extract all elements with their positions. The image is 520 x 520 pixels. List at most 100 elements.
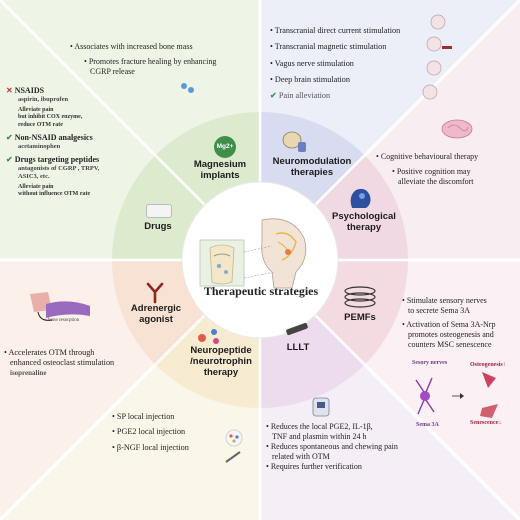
neuropeptide-label-line2: /neurotrophin (190, 355, 252, 367)
peptides-note-line2: without influence OTM rate (18, 191, 91, 198)
brain-icon (441, 119, 473, 139)
neuromodulation-wedge-label: Neuromodulation therapies (268, 156, 356, 179)
psychological-bullet-2-line2: alleviate the discomfort (398, 177, 474, 186)
pemfs-fig-sensory: Sesory nerves (412, 360, 448, 366)
neuromodulation-bullet-1-text: Transcranial direct current stimulation (274, 26, 401, 35)
neuropeptide-bullet-1-text: SP local injection (116, 412, 175, 421)
magnesium-panel: • Associates with increased bone mass • … (70, 42, 260, 77)
pemfs-bullet-1-line1: Stimulate sensory nerves (406, 296, 487, 305)
magnesium-particles-icon (181, 83, 194, 93)
neuromodulation-bullet-3: • Vagus nerve stimulation (270, 58, 354, 68)
nsaids-note-line3: reduce OTM rate (18, 121, 63, 128)
drugs-wedge-label: Drugs (144, 221, 172, 232)
pemfs-bullet-2-line1: Activation of Sema 3A-Nrp (406, 320, 496, 329)
lllt-bullet-1-line2: TNF and plasmin within 24 h (272, 432, 367, 441)
adrenergic-drug: isoprenaline (10, 368, 47, 377)
syringe-icon (225, 429, 243, 463)
cross-icon: ✕ (6, 86, 13, 95)
lllt-wedge-label: LLLT (286, 342, 310, 353)
center-title: Therapeutic strategies (203, 284, 319, 298)
lllt-bullet-3: • Requires further verification (266, 462, 362, 471)
adrenergic-wedge-label: Adrenergic agonist (120, 303, 192, 326)
dental-anatomy-illustration (199, 218, 307, 289)
lllt-bullet-3-text: Requires further verification (270, 462, 362, 471)
nsaids-note-line2: but inhibit COX enzyme, (18, 114, 83, 121)
magnesium-label-line2: implants (200, 169, 240, 181)
psychological-label-line1: Psychological (332, 211, 396, 222)
peptides-examples-line1: antagonists of CGRP , TRPV, (18, 164, 100, 172)
neuropeptide-bullet-3-text: β-NGF local injection (116, 442, 189, 452)
psychological-label-line2: therapy (346, 221, 382, 233)
neuropeptide-label-line3: therapy (203, 366, 239, 378)
neuropeptide-bullet-2-text: PGE2 local injection (116, 427, 186, 437)
neuromodulation-outcome-text: Pain alleviation (278, 91, 331, 100)
lllt-bullet-2-line2: related with OTM (272, 452, 330, 461)
pemfs-fig-senescence: Senescence↓ (470, 420, 502, 426)
adrenergic-bullet-1-line2: enhanced osteoclast stimulation (10, 358, 115, 368)
lllt-bullet-1: • Reduces the local PGE2, IL-1β,TNF and … (266, 422, 373, 441)
neuropeptide-bullet-1: • SP local injection (112, 412, 175, 421)
peptides-examples: antagonists of CGRP , TRPV, ASIC3, etc. (6, 165, 136, 181)
psychological-bullet-2-line1: Positive cognition may (396, 167, 471, 176)
pemfs-bullet-2-line2: promotes osteogenesis and (408, 330, 494, 339)
check-icon: ✔ (270, 91, 277, 100)
neuropeptide-bullet-3: • β-NGF local injection (112, 442, 189, 452)
psychological-bullet-1-text: Cognitive behavioural therapy (380, 152, 479, 161)
drugs-panel: ✕ NSAIDS aspirin, ibuprofen Alleviate pa… (6, 86, 136, 198)
nonnsaid-title: Non-NSAID analgesics (14, 132, 93, 142)
nsaids-note: Alleviate pain but inhibit COX enzyme, r… (6, 107, 136, 129)
receptor-y-icon (146, 282, 164, 304)
neuromodulation-device-icon (282, 131, 306, 152)
neuromodulation-bullet-3-text: Vagus nerve stimulation (274, 58, 354, 68)
bone-resorption-figure (30, 292, 90, 321)
psychological-panel: • Cognitive behavioural therapy • Positi… (376, 152, 512, 187)
peptides-note: Alleviate pain without influence OTM rat… (6, 184, 136, 198)
nsaids-note-line1: Alleviate pain (18, 107, 54, 114)
magnesium-bullet-2-line2: CGRP release (90, 67, 135, 76)
nsaids-examples: aspirin, ibuprofen (18, 96, 69, 103)
nonnsaid-title-row: ✔ Non-NSAID analgesics (6, 133, 136, 143)
nsaids-title: NSAIDS (14, 86, 45, 95)
pemfs-bullet-1-line2: to secrete Sema 3A (408, 306, 470, 315)
psychological-bullet-1: • Cognitive behavioural therapy (376, 152, 479, 161)
neuromodulation-outcome: ✔ Pain alleviation (270, 91, 450, 101)
adrenergic-bullet-1-line1: Accelerates OTM through (8, 348, 95, 357)
peptides-note-line1: Alleviate pain (18, 184, 54, 191)
lllt-bullet-2-line1: Reduces spontaneous and chewing pain (270, 442, 398, 451)
neuromodulation-bullet-1: • Transcranial direct current stimulatio… (270, 26, 401, 35)
neuromodulation-bullet-2-text: Transcranial magnetic stimulation (274, 42, 387, 52)
peptides-examples-line2: ASIC3, etc. (18, 172, 50, 180)
pemfs-fig-sema: Sema 3A (416, 422, 439, 428)
magnesium-bullet-2: • Promotes fracture healing by enhancing… (84, 57, 217, 76)
magnesium-bullet-2-line1: Promotes fracture healing by enhancing (88, 57, 217, 66)
check-icon: ✔ (6, 154, 13, 164)
pemfs-fig-osteogenesis: Osteogenesis↑ (470, 362, 506, 368)
laser-device-icon (312, 397, 330, 417)
peptides-title-row: ✔ Drugs targeting peptides (6, 155, 136, 165)
neuromodulation-bullet-4-text: Deep brain stimulation (274, 74, 350, 84)
lllt-bullet-1-line1: Reduces the local PGE2, IL-1β, (270, 422, 373, 431)
magnesium-bullet-1: • Associates with increased bone mass (70, 42, 193, 51)
magnesium-label-line1: Magnesium (193, 159, 247, 170)
magnesium-wedge-label: Magnesium implants (178, 159, 262, 182)
pemfs-wedge-label: PEMFs (344, 312, 376, 323)
neuromodulation-label-line1: Neuromodulation (272, 156, 352, 167)
neuropeptide-bullet-2: • PGE2 local injection (112, 427, 186, 437)
pill-icon (146, 204, 172, 218)
nonnsaid-examples: acetaminophen (18, 142, 61, 150)
neuropeptide-wedge-label: Neuropeptide /neurotrophin therapy (176, 345, 266, 379)
pemfs-mechanism-figure (415, 372, 498, 418)
head-stimulation-icons (422, 14, 452, 100)
neuromodulation-panel: • Transcranial direct current stimulatio… (270, 26, 450, 101)
neuromodulation-bullet-4: • Deep brain stimulation (270, 74, 350, 84)
adrenergic-label-line1: Adrenergic (130, 303, 182, 314)
check-icon: ✔ (6, 132, 13, 142)
nsaids-title-row: ✕ NSAIDS (6, 86, 136, 96)
peptides-title: Drugs targeting peptides (14, 154, 100, 164)
